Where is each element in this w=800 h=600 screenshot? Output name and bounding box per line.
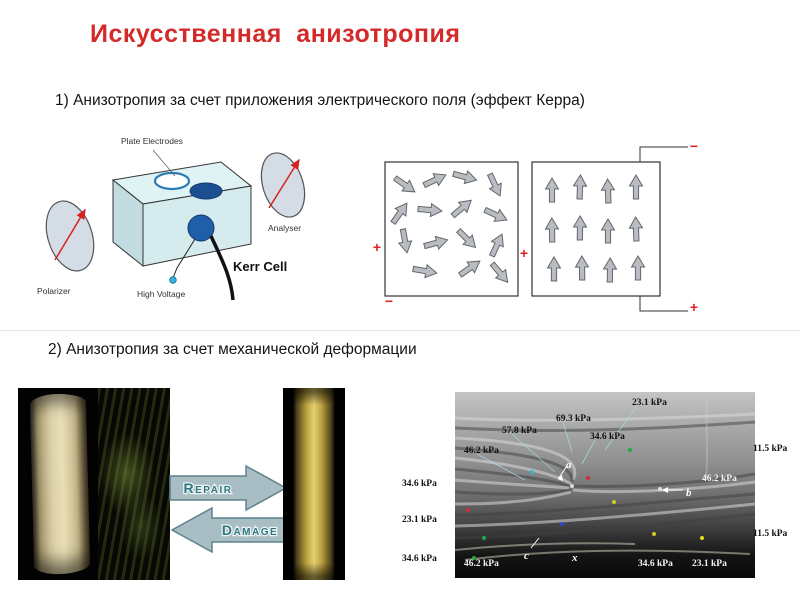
bent-sample-column (29, 393, 91, 575)
kerr-cell-label: Kerr Cell (233, 259, 287, 274)
deformed-sample-photo (18, 388, 170, 580)
dipole-arrow (390, 202, 408, 226)
analyser-label: Analyser (268, 223, 301, 233)
slide-title: Искусственная анизотропия (90, 20, 461, 48)
dipole-arrow (628, 174, 644, 200)
random-dipole-arrows (390, 170, 509, 283)
dipole-arrow (544, 177, 560, 203)
birefringence-panel (98, 388, 170, 580)
dipole-arrow (392, 175, 416, 193)
cell-window (187, 214, 215, 242)
plate-electrode-disc (189, 182, 223, 200)
dipole-arrow (628, 216, 644, 242)
dipole-arrow (489, 261, 509, 283)
dipole-arrow (630, 255, 646, 281)
straight-sample-photo (283, 388, 345, 580)
voltage-terminal (169, 276, 177, 284)
pressure-label: 11.5 kPa (753, 444, 788, 454)
plate-electrodes-label: Plate Electrodes (121, 136, 183, 146)
polarizer-disk (45, 200, 95, 272)
repair-label: Repair (184, 480, 233, 496)
repair-arrow (169, 464, 288, 512)
voltage-wire (172, 238, 196, 279)
damage-label: Damage (222, 522, 278, 538)
dipole-arrow (412, 263, 438, 279)
section-divider (0, 330, 800, 331)
stress-fringe-image (454, 392, 756, 578)
section1-heading: 1) Анизотропия за счет приложения электр… (55, 92, 585, 109)
pressure-label: 34.6 kPa (402, 554, 437, 564)
dipole-arrow (423, 235, 449, 250)
electric-field-diagram (384, 146, 688, 312)
dipole-arrow (417, 202, 443, 218)
dipole-arrow (544, 217, 560, 243)
pressure-label: 11.5 kPa (753, 529, 788, 539)
kerr-cell-diagram: Plate Electrodes Analyser Polarizer High… (37, 136, 306, 301)
label-leader (152, 149, 176, 177)
polarizer-label: Polarizer (37, 286, 71, 296)
repair-damage-arrows: Repair Damage (169, 464, 289, 554)
top-wire (639, 146, 688, 162)
dipole-arrow (397, 228, 413, 254)
dipole-arrow (600, 178, 616, 204)
dipole-arrow (486, 172, 502, 197)
point-a-marker (570, 484, 574, 488)
dipole-arrow (450, 199, 472, 219)
dipole-arrow (546, 256, 562, 282)
polarization-arrow (268, 158, 300, 209)
dipole-arrow (574, 255, 590, 281)
dipole-arrow (483, 206, 508, 222)
dipole-arrow (602, 257, 618, 283)
kerr-cell-body (111, 149, 253, 301)
fringe-pattern (454, 393, 756, 561)
analyser-disk (260, 152, 306, 218)
point-b-marker (658, 487, 662, 491)
dipole-arrow (572, 174, 588, 200)
dipole-arrow (422, 173, 447, 189)
damage-arrow (170, 506, 289, 554)
dipole-arrow (455, 227, 477, 249)
dipole-arrow (600, 218, 616, 244)
dipole-arrow (488, 233, 504, 258)
bottom-wire (639, 296, 688, 312)
aligned-dipole-arrows (544, 174, 646, 283)
section2-heading: 2) Анизотропия за счет механической дефо… (48, 341, 417, 358)
pressure-label: 34.6 kPa (402, 479, 437, 489)
polarization-arrow (54, 208, 86, 261)
high-voltage-label: High Voltage (137, 289, 185, 299)
dipole-arrow (572, 215, 588, 241)
dipole-arrow (452, 170, 478, 185)
plate-electrode-ring (153, 171, 191, 191)
dipole-arrow (457, 260, 481, 278)
cable (209, 235, 235, 301)
pressure-label: 23.1 kPa (402, 515, 437, 525)
